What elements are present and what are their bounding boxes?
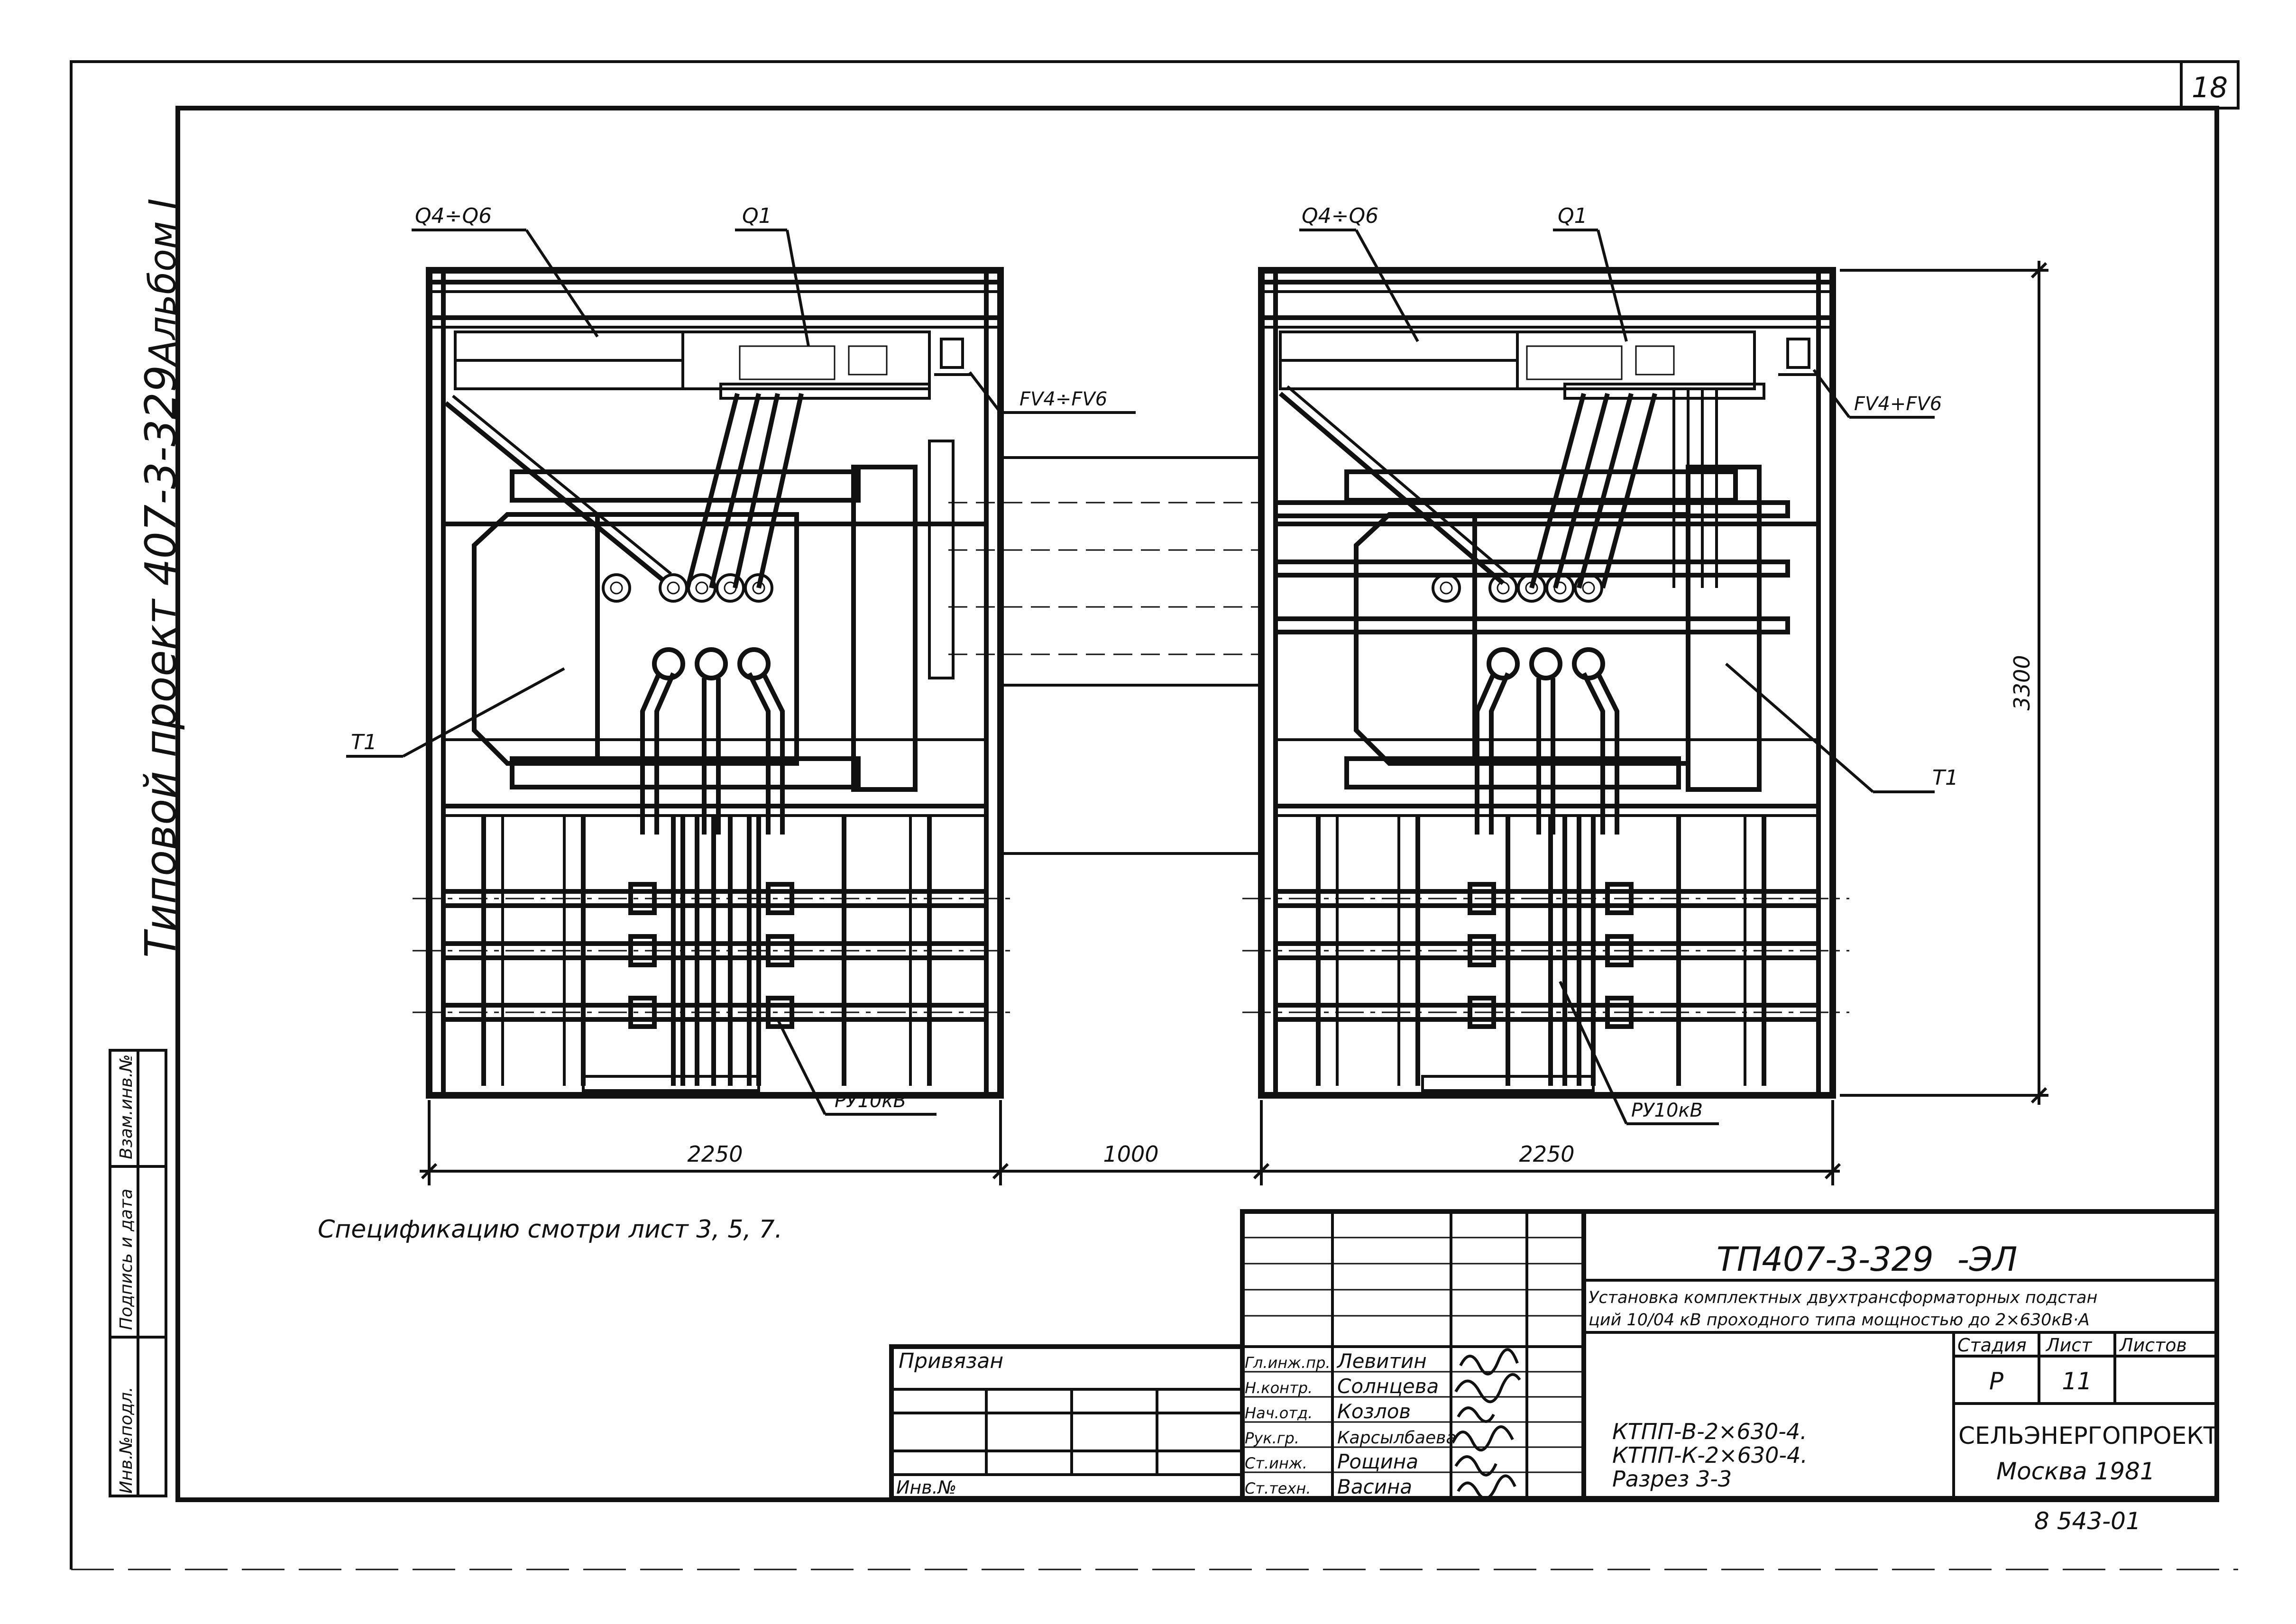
city-year: Москва 1981: [1996, 1458, 2155, 1485]
sheet-value: 11: [2062, 1367, 2092, 1395]
staff-name: Левитин: [1336, 1349, 1427, 1373]
drawing-name-line2: КТПП-К-2×630-4.: [1612, 1442, 1808, 1468]
project-label: Типовой проект 407-3-329: [136, 365, 186, 958]
page-number: 18: [2192, 71, 2228, 104]
drawing-description-line2: ций 10/04 кВ проходного типа мощностью д…: [1589, 1311, 2090, 1330]
sheet-header: Лист: [2045, 1335, 2093, 1356]
staff-role: Нач.отд.: [1245, 1404, 1313, 1422]
signatures: [1452, 1348, 1521, 1500]
staff-role: Гл.инж.пр.: [1245, 1354, 1331, 1372]
specification-note: Спецификацию смотри лист 3, 5, 7.: [318, 1215, 782, 1244]
staff-name: Рощина: [1337, 1450, 1418, 1473]
drawing-code-suffix: -ЭЛ: [1957, 1240, 2018, 1279]
dimension-right-width: 2250: [1519, 1141, 1574, 1167]
drawing-name-line3: Разрез 3-3: [1612, 1466, 1732, 1492]
drawing-description-line1: Установка комплектных двухтрансформаторн…: [1589, 1288, 2097, 1307]
sheet-frame: [70, 60, 2240, 1570]
sheets-header: Листов: [2119, 1335, 2187, 1356]
staff-role: Ст.техн.: [1245, 1479, 1311, 1497]
right-switchgear-label: РУ10кВ: [1631, 1100, 1703, 1121]
dimension-height: 3300: [2009, 655, 2035, 710]
title-block-grid: [889, 1209, 2219, 1501]
left-unit: [413, 267, 1015, 1099]
drawing-code-main: ТП407-3-329: [1717, 1240, 1934, 1279]
staff-name: Козлов: [1337, 1400, 1411, 1423]
bound-label: Привязан: [899, 1349, 1003, 1373]
right-q1-label: Q1: [1558, 204, 1588, 228]
stage-header: Стадия: [1957, 1335, 2027, 1356]
busbar-channel: [948, 456, 1261, 855]
staff-role: Ст.инж.: [1245, 1454, 1307, 1472]
left-q-group-label: Q4÷Q6: [415, 204, 492, 228]
drawing-name-line1: КТПП-В-2×630-4.: [1612, 1419, 1807, 1444]
inv-label: Инв.№: [896, 1477, 956, 1498]
staff-name: Васина: [1337, 1475, 1412, 1498]
right-fv-label: FV4+FV6: [1854, 393, 1942, 415]
dimension-lines: [420, 261, 2048, 1185]
margin-stamp: [109, 1049, 167, 1497]
right-q-group-label: Q4÷Q6: [1302, 204, 1378, 228]
margin-stamp-sign: Подпись и дата: [117, 1189, 136, 1330]
right-t1-label: T1: [1932, 766, 1958, 790]
leader-lines: [346, 229, 1935, 1125]
left-switchgear-label: РУ10кВ: [835, 1090, 906, 1112]
stage-value: Р: [1989, 1367, 2004, 1395]
left-q1-label: Q1: [742, 204, 772, 228]
drawing-code: ТП407-3-329 -ЭЛ: [1717, 1240, 2017, 1279]
staff-role: Рук.гр.: [1245, 1429, 1299, 1447]
margin-stamp-inv: Инв.№подл.: [117, 1387, 136, 1494]
dimension-gap: 1000: [1103, 1141, 1158, 1167]
organization-name: СЕЛЬЭНЕРГОПРОЕКТ: [1958, 1422, 2218, 1450]
archive-number: 8 543-01: [2034, 1507, 2141, 1535]
dimension-left-width: 2250: [687, 1141, 743, 1167]
left-t1-label: T1: [351, 730, 377, 754]
staff-name: Солнцева: [1337, 1375, 1439, 1398]
right-unit: [1242, 267, 1849, 1099]
margin-stamp-replace: Взам.инв.№: [117, 1054, 136, 1159]
staff-name: Карсылбаева: [1337, 1428, 1456, 1448]
staff-role: Н.контр.: [1245, 1379, 1313, 1397]
left-fv-label: FV4÷FV6: [1019, 388, 1107, 410]
album-label: Альбом I: [142, 198, 184, 367]
